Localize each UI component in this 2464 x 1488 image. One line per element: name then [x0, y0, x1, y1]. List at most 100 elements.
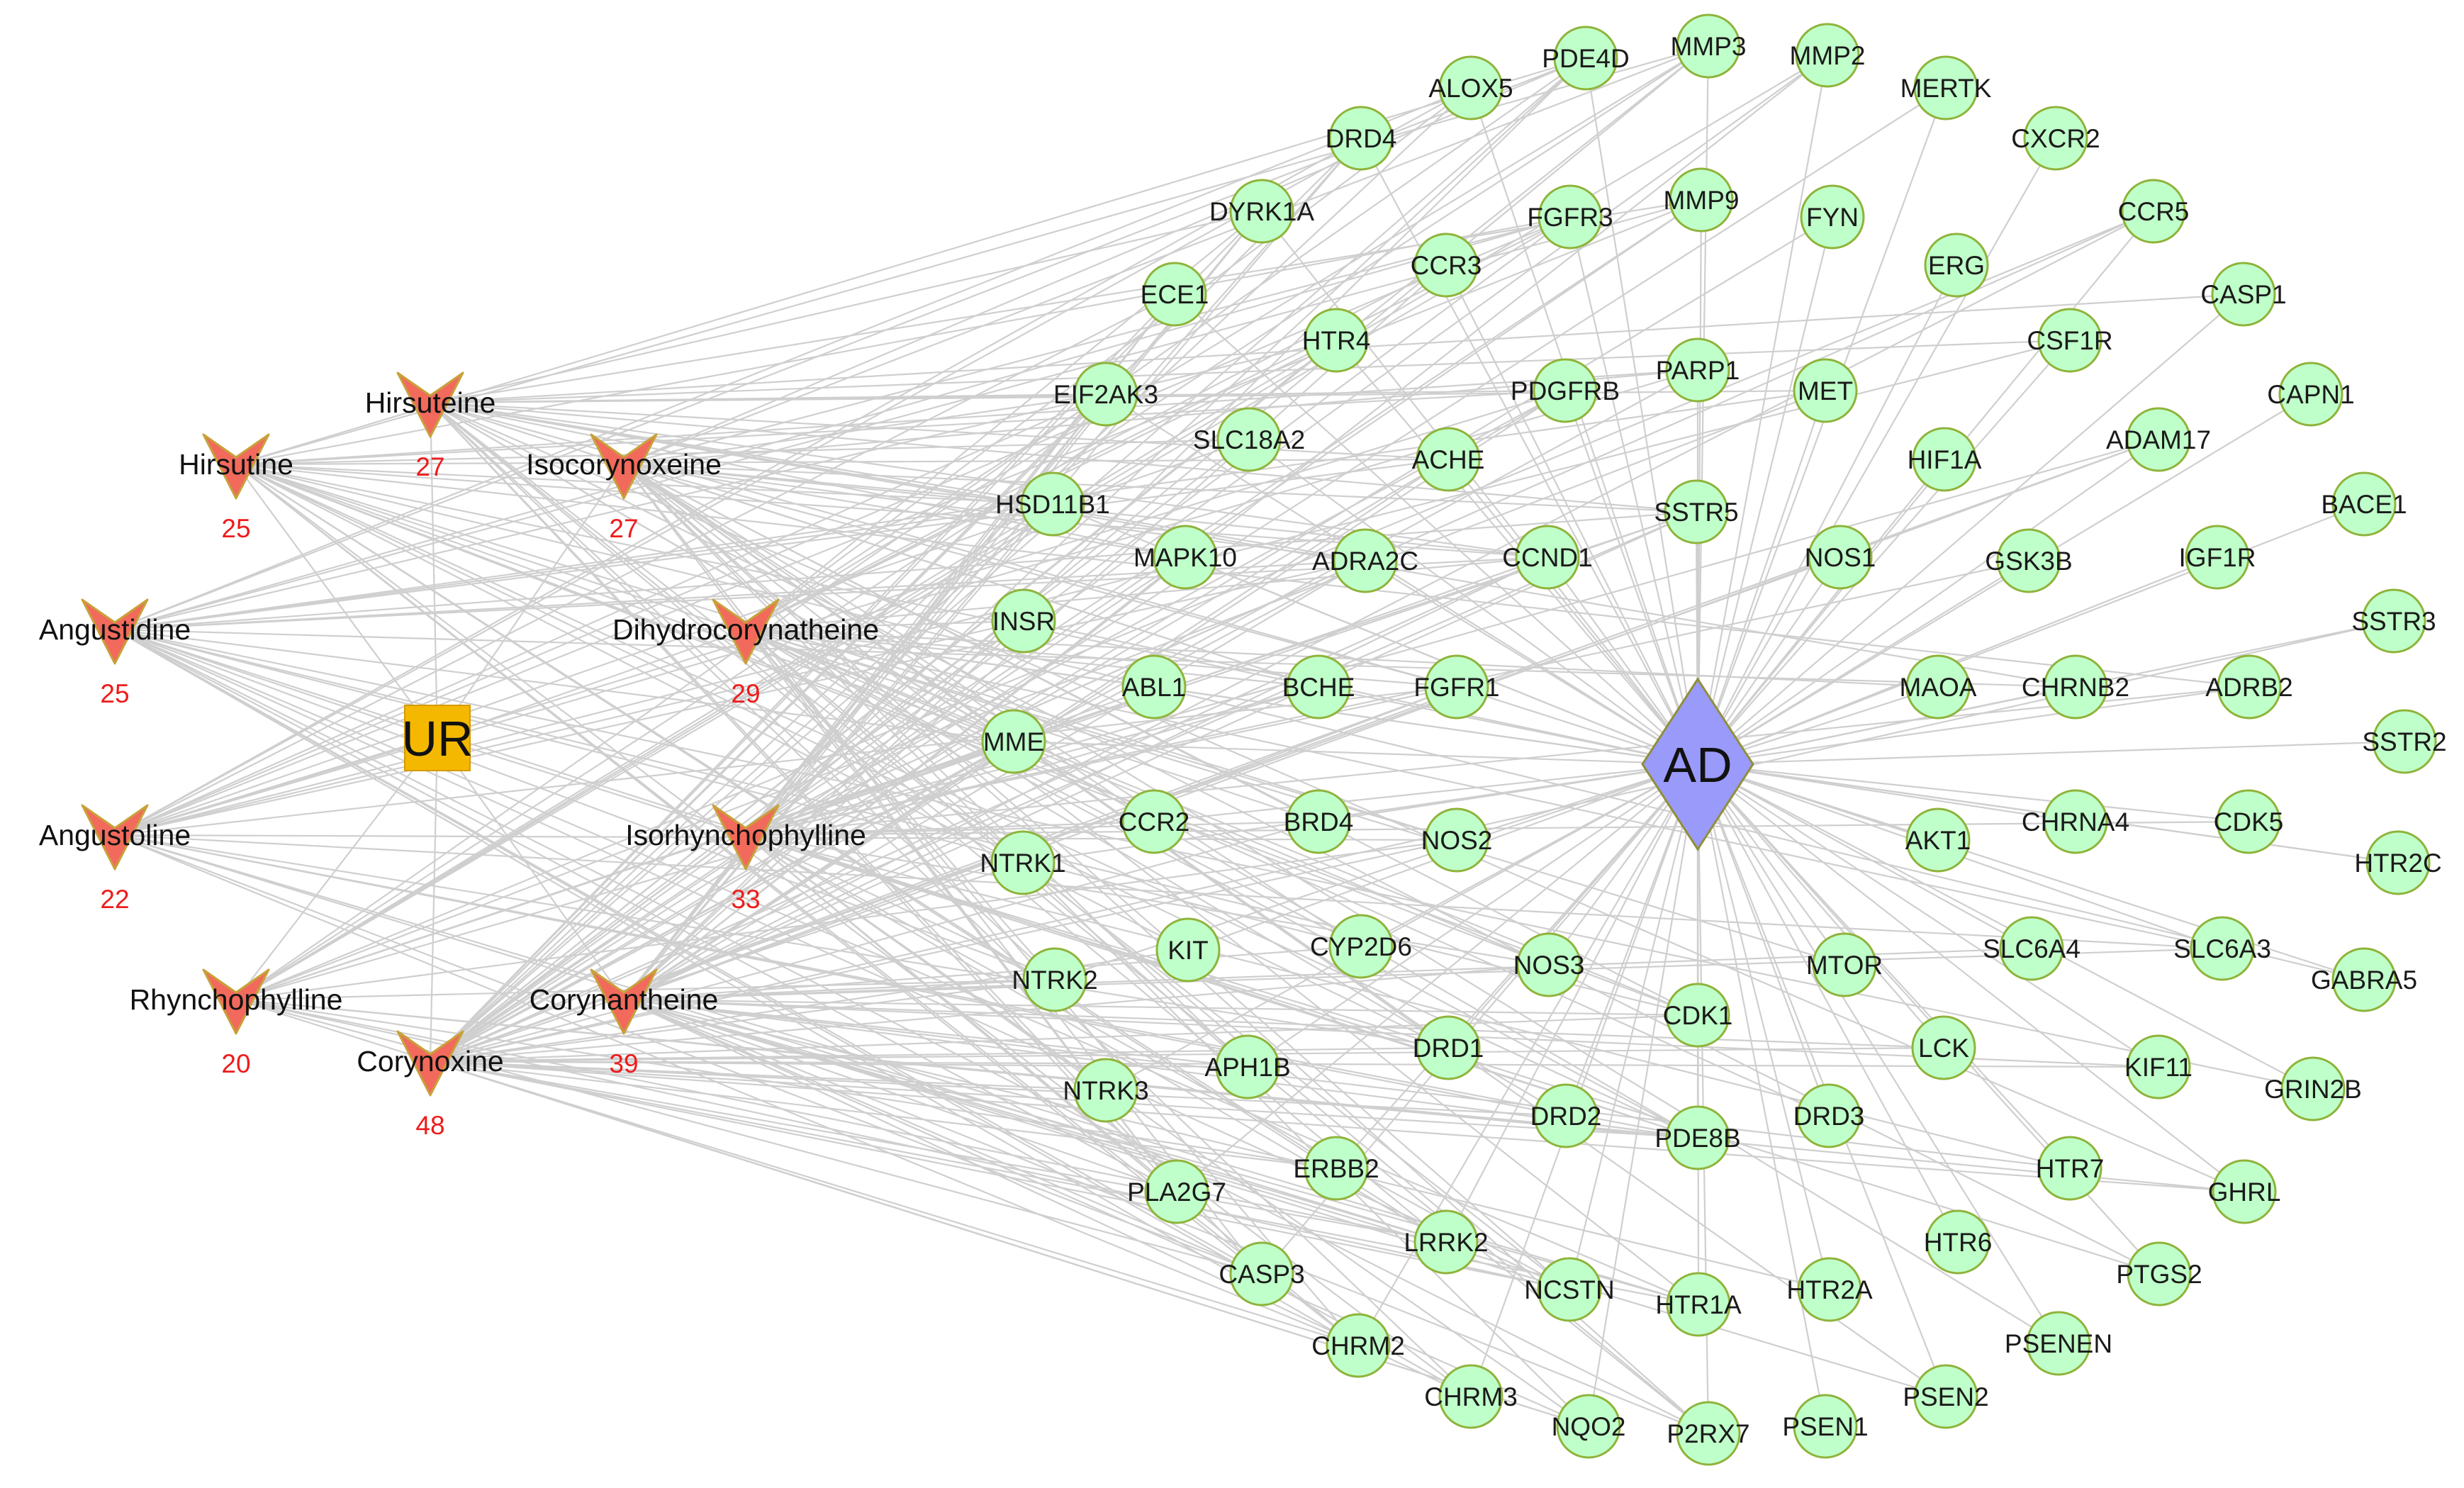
target-node-adam17[interactable]: ADAM17 — [2106, 407, 2211, 472]
target-node-lrrk2[interactable]: LRRK2 — [1404, 1209, 1489, 1275]
target-node-gsk3b[interactable]: GSK3B — [1985, 528, 2073, 593]
target-node-nos1[interactable]: NOS1 — [1805, 525, 1876, 590]
target-node-lck[interactable]: LCK — [1911, 1015, 1976, 1080]
target-node-ccr5[interactable]: CCR5 — [2118, 179, 2190, 244]
target-node-slc6a4[interactable]: SLC6A4 — [1983, 916, 2081, 981]
target-node-cyp2d6[interactable]: CYP2D6 — [1310, 914, 1412, 979]
target-node-chrna4[interactable]: CHRNA4 — [2022, 789, 2129, 854]
target-node-ntrk3[interactable]: NTRK3 — [1063, 1058, 1149, 1123]
target-node-nos3[interactable]: NOS3 — [1513, 932, 1585, 997]
hub-node-ad[interactable]: AD — [1641, 677, 1754, 851]
target-node-htr6[interactable]: HTR6 — [1924, 1209, 1993, 1275]
target-node-drd4[interactable]: DRD4 — [1326, 106, 1397, 171]
target-node-htr2c[interactable]: HTR2C — [2354, 830, 2442, 895]
target-node-casp3[interactable]: CASP3 — [1219, 1241, 1305, 1307]
target-node-sstr3[interactable]: SSTR3 — [2351, 588, 2436, 654]
target-node-gabra5[interactable]: GABRA5 — [2311, 947, 2417, 1012]
target-node-ntrk2[interactable]: NTRK2 — [1012, 947, 1098, 1012]
target-node-csf1r[interactable]: CSF1R — [2027, 308, 2113, 373]
target-node-insr[interactable]: INSR — [991, 588, 1056, 654]
target-node-cxcr2[interactable]: CXCR2 — [2011, 106, 2100, 171]
target-node-akt1[interactable]: AKT1 — [1905, 807, 1971, 873]
target-node-psen1[interactable]: PSEN1 — [1782, 1394, 1869, 1459]
target-node-adra2c[interactable]: ADRA2C — [1312, 528, 1418, 593]
target-node-fyn[interactable]: FYN — [1800, 184, 1865, 250]
target-node-hif1a[interactable]: HIF1A — [1908, 427, 1982, 492]
target-node-eif2ak3[interactable]: EIF2AK3 — [1053, 362, 1158, 427]
target-node-chrm3[interactable]: CHRM3 — [1424, 1364, 1518, 1429]
target-node-met[interactable]: MET — [1793, 358, 1858, 423]
target-node-mmp2[interactable]: MMP2 — [1790, 23, 1866, 88]
target-node-drd2[interactable]: DRD2 — [1530, 1083, 1602, 1148]
target-node-maoa[interactable]: MAOA — [1900, 654, 1977, 720]
target-node-nqo2[interactable]: NQO2 — [1552, 1394, 1626, 1459]
target-node-kif11[interactable]: KIF11 — [2124, 1034, 2193, 1100]
target-node-ccr2[interactable]: CCR2 — [1119, 789, 1190, 854]
target-node-cdk1[interactable]: CDK1 — [1663, 983, 1733, 1048]
target-node-mme[interactable]: MME — [981, 709, 1046, 774]
target-node-pde4d[interactable]: PDE4D — [1542, 26, 1630, 91]
target-node-brd4[interactable]: BRD4 — [1284, 789, 1354, 854]
target-node-bche[interactable]: BCHE — [1282, 654, 1355, 720]
target-node-fgfr3[interactable]: FGFR3 — [1527, 184, 1613, 250]
target-node-pdgfrb[interactable]: PDGFRB — [1511, 358, 1620, 423]
target-node-abl1[interactable]: ABL1 — [1121, 654, 1187, 720]
target-node-dyrk1a[interactable]: DYRK1A — [1209, 179, 1314, 244]
target-node-slc18a2[interactable]: SLC18A2 — [1193, 407, 1305, 472]
target-node-alox5[interactable]: ALOX5 — [1428, 55, 1513, 121]
target-node-erbb2[interactable]: ERBB2 — [1293, 1136, 1379, 1201]
target-node-fgfr1[interactable]: FGFR1 — [1413, 654, 1500, 720]
target-node-ptgs2[interactable]: PTGS2 — [2116, 1241, 2202, 1307]
target-node-kit[interactable]: KIT — [1155, 917, 1221, 983]
target-node-htr2a[interactable]: HTR2A — [1786, 1257, 1873, 1322]
target-node-psen2[interactable]: PSEN2 — [1903, 1364, 1989, 1429]
target-node-htr4[interactable]: HTR4 — [1302, 308, 1371, 373]
target-node-grin2b[interactable]: GRIN2B — [2264, 1056, 2362, 1121]
target-node-hsd11b1[interactable]: HSD11B1 — [995, 471, 1110, 537]
target-node-mmp9[interactable]: MMP9 — [1664, 167, 1740, 233]
target-node-capn1[interactable]: CAPN1 — [2267, 362, 2355, 427]
target-node-igf1r[interactable]: IGF1R — [2179, 525, 2256, 590]
target-node-sstr5[interactable]: SSTR5 — [1654, 479, 1739, 544]
target-node-p2rx7[interactable]: P2RX7 — [1667, 1401, 1750, 1466]
target-node-ghrl[interactable]: GHRL — [2208, 1159, 2281, 1224]
target-node-psenen[interactable]: PSENEN — [2005, 1311, 2112, 1376]
target-node-erg[interactable]: ERG — [1924, 233, 1989, 298]
target-node-pde8b[interactable]: PDE8B — [1654, 1105, 1741, 1170]
target-node-pla2g7[interactable]: PLA2G7 — [1127, 1159, 1226, 1224]
target-node-ece1[interactable]: ECE1 — [1141, 262, 1209, 327]
target-node-mtor[interactable]: MTOR — [1806, 932, 1883, 997]
target-node-htr7[interactable]: HTR7 — [2036, 1136, 2105, 1201]
target-node-ncstn[interactable]: NCSTN — [1524, 1257, 1615, 1322]
target-node-ntrk1[interactable]: NTRK1 — [980, 830, 1066, 895]
target-node-sstr2[interactable]: SSTR2 — [2362, 709, 2447, 774]
target-node-htr1a[interactable]: HTR1A — [1655, 1272, 1742, 1337]
target-node-mapk10[interactable]: MAPK10 — [1133, 525, 1237, 590]
target-node-drd1[interactable]: DRD1 — [1413, 1015, 1484, 1080]
target-node-ccr3[interactable]: CCR3 — [1411, 233, 1482, 298]
target-node-adrb2[interactable]: ADRB2 — [2205, 654, 2293, 720]
target-node-cdk5[interactable]: CDK5 — [2214, 789, 2284, 854]
target-node-mmp3[interactable]: MMP3 — [1671, 13, 1747, 79]
target-node-bace1[interactable]: BACE1 — [2321, 471, 2407, 537]
target-node-drd3[interactable]: DRD3 — [1793, 1083, 1865, 1148]
target-node-slc6a3[interactable]: SLC6A3 — [2173, 916, 2271, 981]
target-node-nos2[interactable]: NOS2 — [1421, 807, 1493, 873]
target-node-ache[interactable]: ACHE — [1412, 427, 1485, 492]
hub-node-ur[interactable]: UR — [401, 705, 474, 771]
target-node-parp1[interactable]: PARP1 — [1656, 337, 1740, 403]
target-node-aph1b[interactable]: APH1B — [1204, 1034, 1291, 1100]
target-node-chrm2[interactable]: CHRM2 — [1311, 1313, 1405, 1378]
target-node-chrnb2[interactable]: CHRNB2 — [2022, 654, 2129, 720]
target-node-casp1[interactable]: CASP1 — [2200, 262, 2287, 327]
